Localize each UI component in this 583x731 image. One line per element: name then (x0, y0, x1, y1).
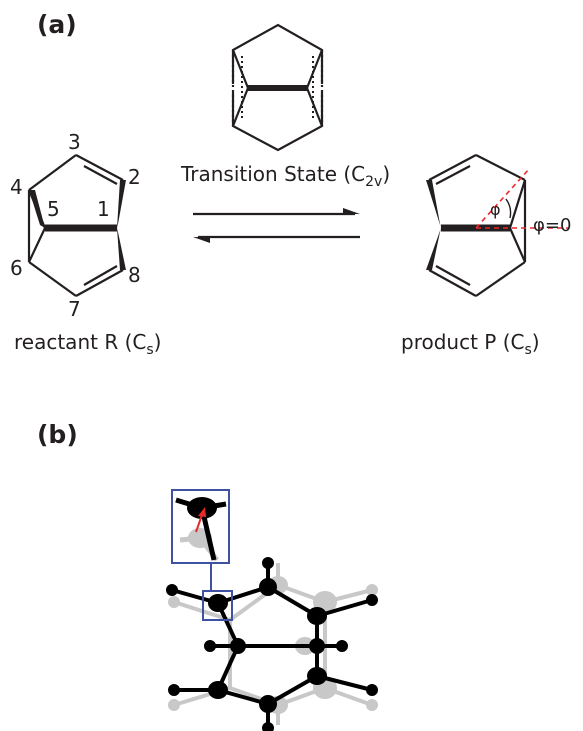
product-label: product P (Cs) (401, 330, 540, 358)
phi-zero-label: φ=0 (533, 215, 572, 236)
reactant-label: reactant R (Cs) (14, 330, 162, 358)
atom-number-8: 8 (128, 263, 141, 287)
atom-number-1: 1 (97, 197, 110, 221)
highlight-box (171, 489, 233, 621)
equilibrium-arrows (193, 208, 360, 243)
atom-number-7: 7 (68, 297, 81, 321)
atom-number-2: 2 (128, 165, 141, 189)
atom-number-6: 6 (10, 256, 23, 280)
atom-number-4: 4 (10, 175, 23, 199)
atom-number-3: 3 (68, 130, 81, 154)
atom-number-5: 5 (47, 197, 60, 221)
transition-state-molecule (231, 23, 324, 152)
panel-label-a: (a) (37, 10, 77, 39)
magnified-inset (175, 497, 227, 562)
transition-state-label: Transition State (C2v) (181, 162, 391, 190)
product-molecule (426, 154, 568, 297)
reactant-molecule (27, 154, 126, 297)
black-structure (166, 557, 378, 731)
phi-angle-label: φ (490, 200, 501, 219)
panel-label-b: (b) (37, 420, 78, 449)
